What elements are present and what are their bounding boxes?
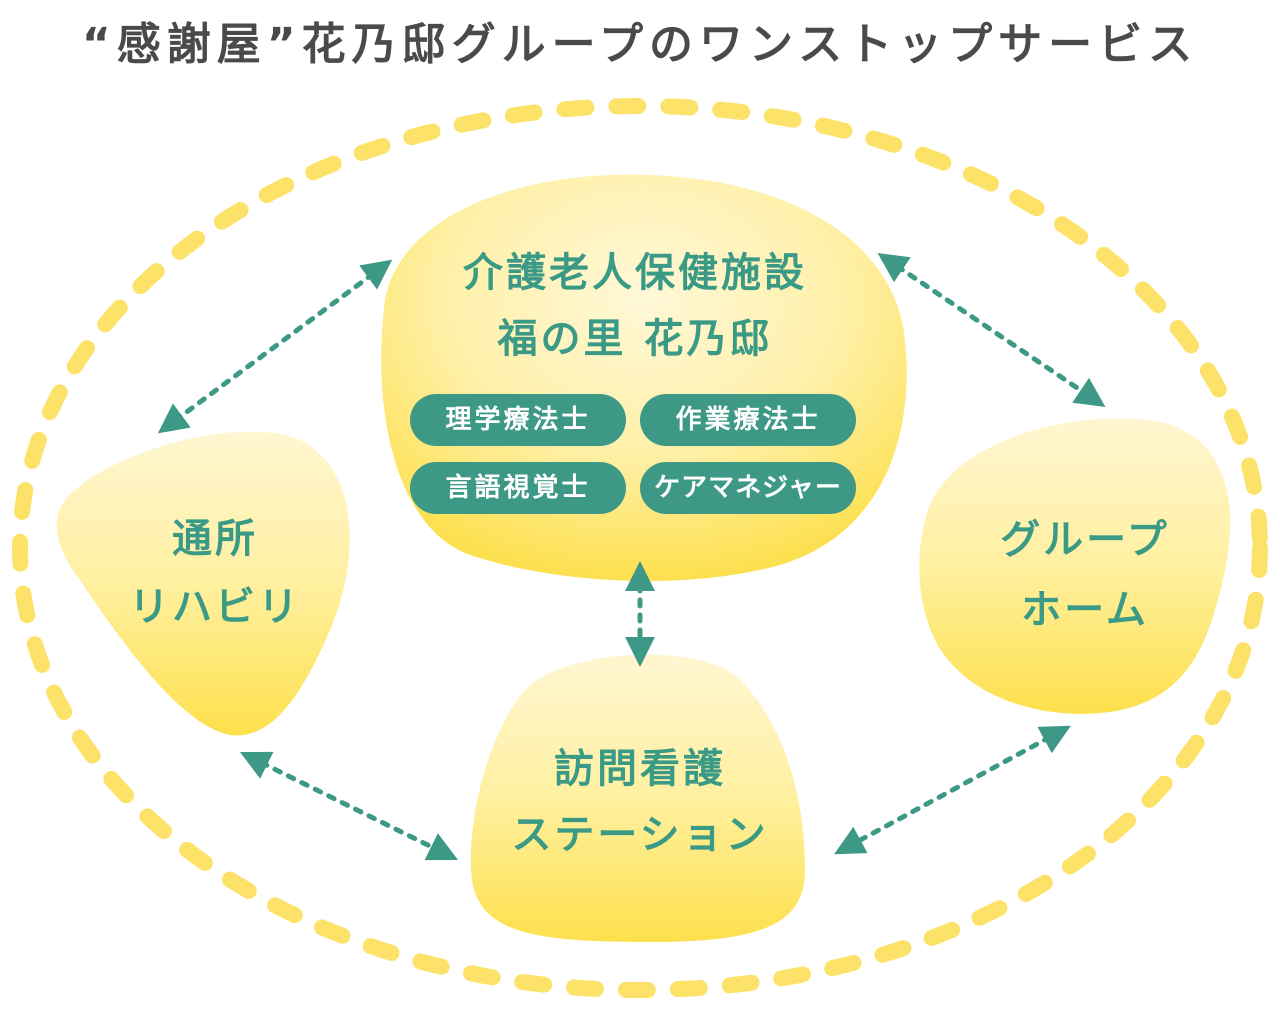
connectors [157, 252, 1106, 861]
staff-badge-speech-therapist: 言語視覚士 [410, 462, 626, 514]
connector-left-bottom [239, 751, 459, 861]
right-node-line2: ホーム [1021, 587, 1149, 633]
bottom-node-label: 訪問看護 ステーション [480, 736, 800, 868]
left-node-line2: リハビリ [129, 584, 301, 630]
connector-center-right [877, 252, 1106, 408]
staff-badge-care-manager: ケアマネジャー [640, 462, 856, 514]
connector-center-left [157, 259, 393, 434]
right-blob [919, 418, 1231, 714]
center-node-line1: 介護老人保健施設 [463, 250, 807, 296]
left-node-label: 通所 リハビリ [100, 505, 330, 641]
left-blob [56, 431, 350, 736]
bottom-node-line1: 訪問看護 [554, 746, 726, 792]
outer-dashed-ring [12, 98, 1268, 998]
right-node-label: グループ ホーム [955, 505, 1215, 645]
bottom-node-line2: ステーション [511, 812, 769, 858]
staff-badge-occupational-therapist: 作業療法士 [640, 394, 856, 446]
left-node-line1: 通所 [172, 516, 258, 562]
connector-right-bottom [834, 725, 1071, 855]
center-blob [381, 174, 907, 582]
right-node-line1: グループ [1000, 517, 1170, 563]
page-title: “感謝屋”花乃邸グループのワンストップサービス [81, 19, 1199, 70]
bottom-blob [470, 654, 805, 942]
center-node-label: 介護老人保健施設 福の里 花乃邸 [405, 240, 865, 372]
staff-badge-physical-therapist: 理学療法士 [410, 394, 626, 446]
center-node-line2: 福の里 花乃邸 [497, 316, 773, 362]
